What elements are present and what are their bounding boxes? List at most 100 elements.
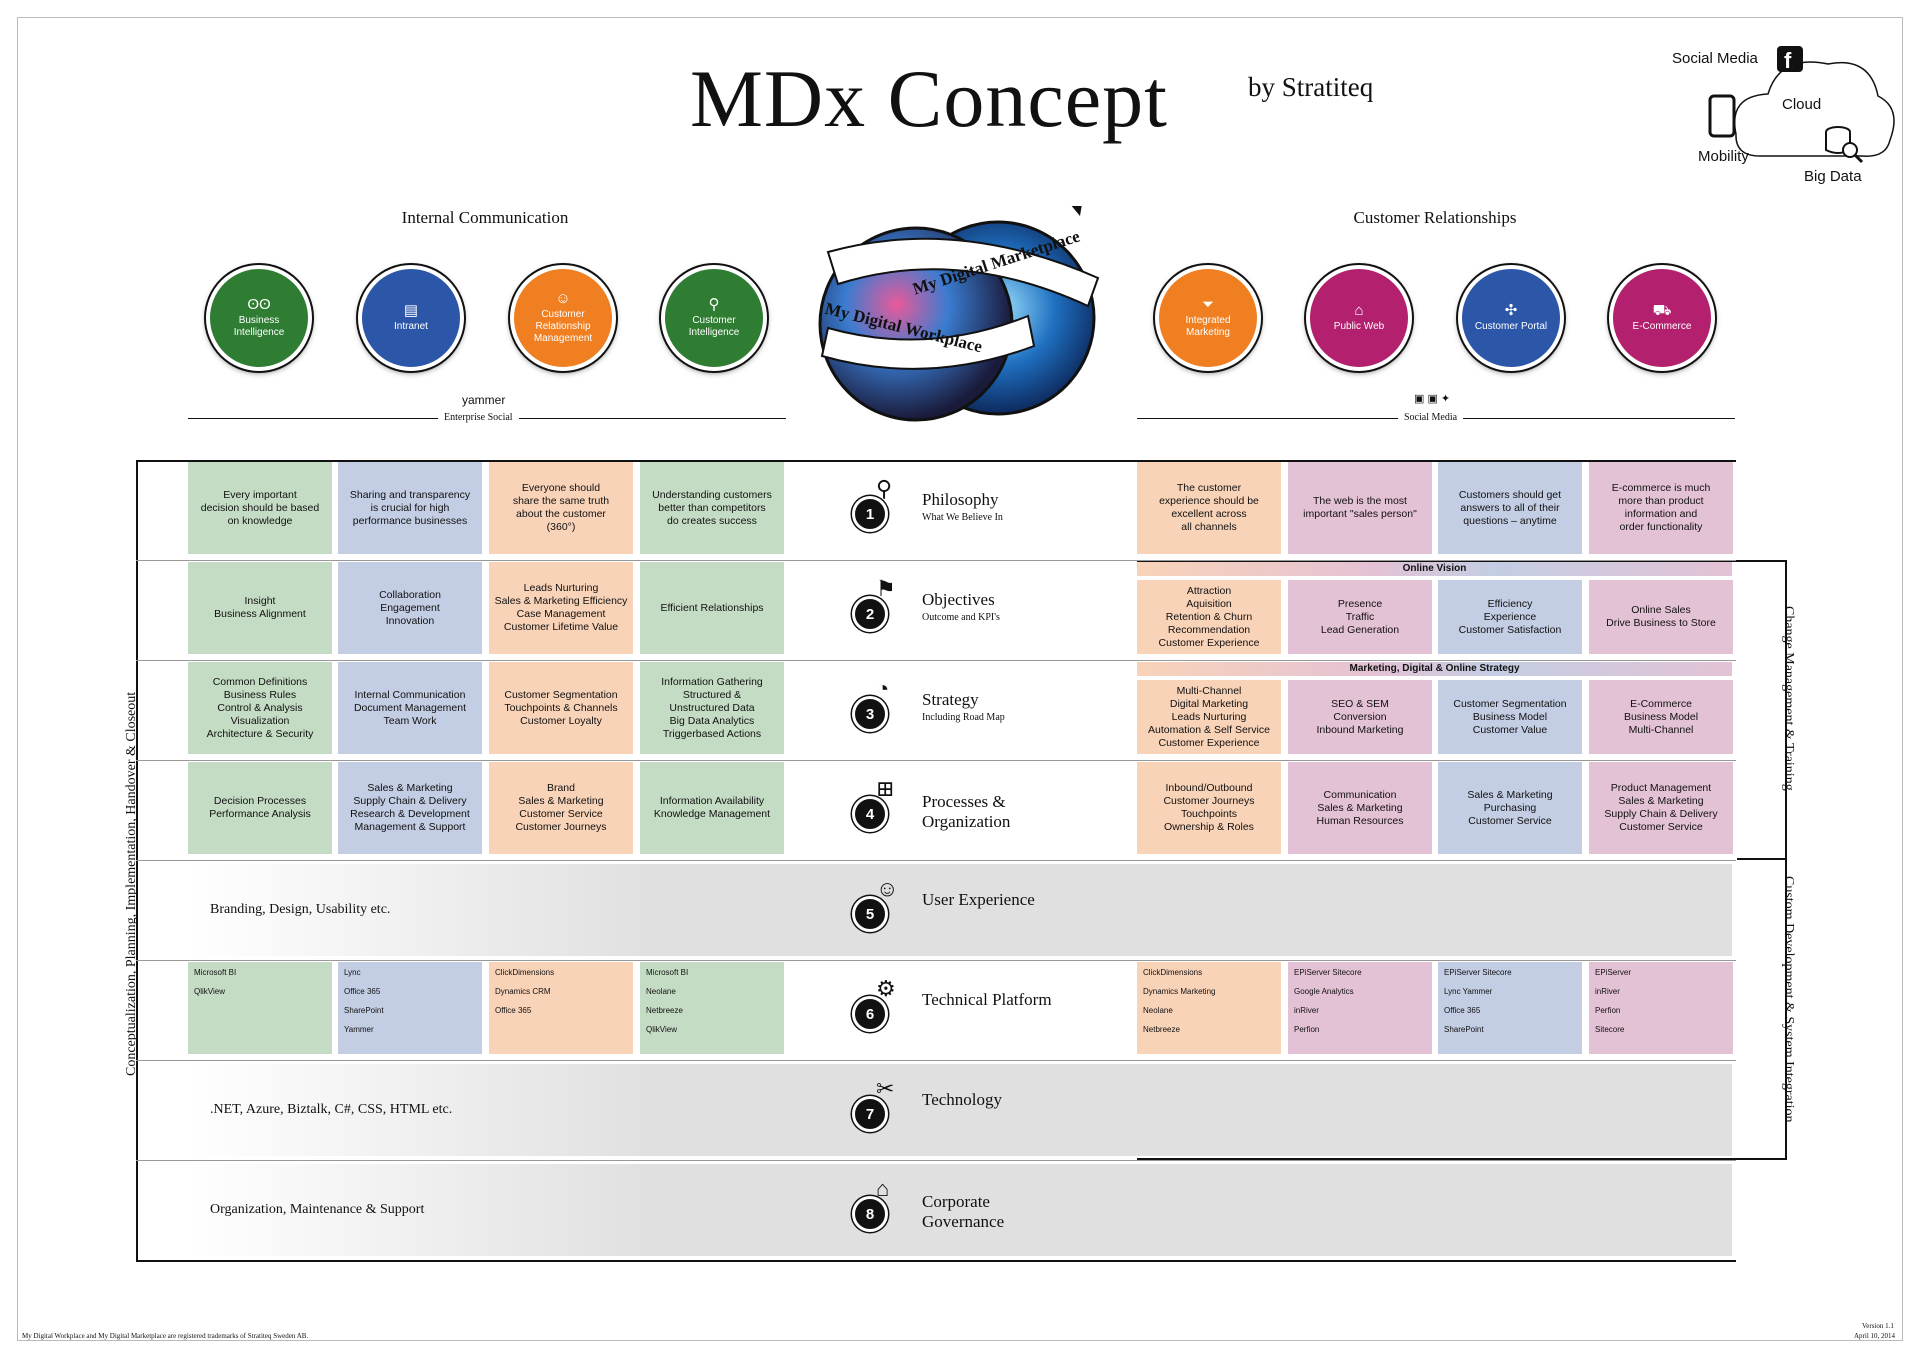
right-circle-3[interactable]: ✣ Customer Portal	[1458, 265, 1564, 371]
step-number: 4	[852, 796, 888, 832]
right-box-row1-col1: The customer experience should be excell…	[1137, 462, 1281, 554]
row-title: Philosophy	[922, 490, 999, 509]
network-icon: ✣	[1504, 302, 1518, 319]
compass-icon: ◔	[876, 676, 890, 701]
left-box-row4-col4: Information Availability Knowledge Manag…	[640, 762, 784, 854]
band-text: .NET, Azure, Biztalk, C#, CSS, HTML etc.	[210, 1102, 453, 1117]
footer-version: Version 1.1	[1862, 1322, 1894, 1330]
circle-label: Intranet	[394, 321, 428, 332]
magnifier-icon: ⚲	[876, 476, 893, 501]
tools-icon: ✂	[876, 1076, 895, 1101]
right-box-row2-col2: Presence Traffic Lead Generation	[1288, 580, 1432, 654]
left-box-row2-col3: Leads Nurturing Sales & Marketing Effici…	[489, 562, 633, 654]
circle-label: Business Intelligence	[233, 315, 285, 338]
row-divider	[136, 560, 1736, 561]
left-circle-3[interactable]: ☺Customer Relationship Management	[510, 265, 616, 371]
building-icon: ⌂	[876, 1176, 890, 1201]
step-number: 3	[852, 696, 888, 732]
row-title: Objectives	[922, 590, 995, 609]
step-number: 7	[852, 1096, 888, 1132]
main-frame	[136, 460, 1736, 1262]
step-number: 6	[852, 996, 888, 1032]
right-box-row1-col2: The web is the most important "sales per…	[1288, 462, 1432, 554]
step-number: 5	[852, 896, 888, 932]
footer-trademark: My Digital Workplace and My Digital Mark…	[22, 1332, 309, 1340]
vertical-left-text: Conceptualization, Planning, Implementat…	[124, 691, 139, 1076]
svg-text:f: f	[1784, 48, 1792, 73]
mobility-label: Mobility	[1698, 148, 1749, 165]
row-divider	[136, 660, 1736, 661]
right-circle-1[interactable]: ⏷Integrated Marketing	[1155, 265, 1261, 371]
step-number: 2	[852, 596, 888, 632]
left-box-row1-col1: Every important decision should be based…	[188, 462, 332, 554]
social-media-label-bottom: Social Media	[1398, 412, 1464, 423]
right-box-row6-col1: ClickDimensions Dynamics Marketing Neola…	[1137, 962, 1281, 1054]
enterprise-social-label: Enterprise Social	[438, 412, 519, 423]
left-circle-2[interactable]: ▤ Intranet	[358, 265, 464, 371]
right-box-row6-col2: EPiServer Sitecore Google Analytics inRi…	[1288, 962, 1432, 1054]
documents-icon: ▤	[403, 302, 419, 319]
row-title: Strategy	[922, 690, 979, 709]
home-icon: ⌂	[1354, 302, 1364, 319]
band-row-5	[188, 864, 1732, 956]
right-circle-4[interactable]: ⛟ E-Commerce	[1609, 265, 1715, 371]
cloud-cluster: f Social Media Cloud Mobility Big Data	[1640, 36, 1900, 196]
left-box-row4-col2: Sales & Marketing Supply Chain & Deliver…	[338, 762, 482, 854]
left-circle-4[interactable]: ⚲Customer Intelligence	[661, 265, 767, 371]
row-divider	[136, 1160, 1736, 1161]
row-title: Technical Platform	[922, 990, 1052, 1009]
cloud-icon: f	[1708, 46, 1895, 164]
strategy-bar-row3: Marketing, Digital & Online Strategy	[1137, 662, 1732, 676]
left-box-row1-col2: Sharing and transparency is crucial for …	[338, 462, 482, 554]
page-frame	[17, 17, 1903, 1341]
left-box-row2-col2: Collaboration Engagement Innovation	[338, 562, 482, 654]
page-title: MDx Concept	[690, 53, 1168, 144]
footer-date: April 10, 2014	[1854, 1332, 1896, 1340]
circle-label: Customer Relationship Management	[533, 309, 593, 344]
right-box-row4-col2: Communication Sales & Marketing Human Re…	[1288, 762, 1432, 854]
right-circle-2[interactable]: ⌂ Public Web	[1306, 265, 1412, 371]
left-box-row3-col1: Common Definitions Business Rules Contro…	[188, 662, 332, 754]
row-title: User Experience	[922, 890, 1035, 909]
row-divider	[136, 760, 1736, 761]
right-box-row3-col1: Multi-Channel Digital Marketing Leads Nu…	[1137, 680, 1281, 754]
left-box-row3-col3: Customer Segmentation Touchpoints & Chan…	[489, 662, 633, 754]
circle-label: E-Commerce	[1632, 321, 1692, 332]
row-subtitle: Including Road Map	[922, 712, 1005, 723]
band-text: Organization, Maintenance & Support	[210, 1202, 425, 1217]
left-box-row2-col1: Insight Business Alignment	[188, 562, 332, 654]
right-box-row3-col4: E-Commerce Business Model Multi-Channel	[1589, 680, 1733, 754]
left-box-row2-col4: Efficient Relationships	[640, 562, 784, 654]
right-box-row2-col3: Efficiency Experience Customer Satisfact…	[1438, 580, 1582, 654]
left-box-row6-col4: Microsoft BI Neolane Netbreeze QlikView	[640, 962, 784, 1054]
globe-icon	[818, 206, 1100, 422]
gears-icon: ⚙	[876, 976, 896, 1001]
left-box-row6-col2: Lync Office 365 SharePoint Yammer	[338, 962, 482, 1054]
circle-label: Public Web	[1333, 321, 1385, 332]
right-box-row6-col3: EPiServer Sitecore Lync Yammer Office 36…	[1438, 962, 1582, 1054]
circle-label: Customer Portal	[1474, 321, 1548, 332]
band-row-8	[188, 1164, 1732, 1256]
cart-icon: ⛟	[1652, 302, 1672, 319]
right-box-row2-col1: Attraction Aquisition Retention & Churn …	[1137, 580, 1281, 654]
funnel-icon: ⏷	[1201, 296, 1214, 313]
strategy-bar-row2: Online Vision	[1137, 562, 1732, 576]
right-box-row2-col4: Online Sales Drive Business to Store	[1589, 580, 1733, 654]
social-media-label: Social Media	[1672, 50, 1758, 67]
glasses-icon: ʘʘ	[247, 296, 271, 313]
vertical-right-text-2: Custom Development & System Integration	[1781, 876, 1796, 1123]
step-number: 1	[852, 496, 888, 532]
row-subtitle: Outcome and KPI's	[922, 612, 1000, 623]
right-box-row3-col3: Customer Segmentation Business Model Cus…	[1438, 680, 1582, 754]
customer-relationships-header: Customer Relationships	[1353, 208, 1517, 227]
step-number: 8	[852, 1196, 888, 1232]
user-icon: ☺	[876, 876, 899, 901]
right-box-row6-col4: EPiServer inRiver Perfion Sitecore	[1589, 962, 1733, 1054]
row-divider	[136, 860, 1736, 861]
right-box-row1-col3: Customers should get answers to all of t…	[1438, 462, 1582, 554]
left-box-row1-col3: Everyone should share the same truth abo…	[489, 462, 633, 554]
row-divider	[136, 960, 1736, 961]
row-title: Processes & Organization	[922, 792, 1011, 831]
left-box-row4-col3: Brand Sales & Marketing Customer Service…	[489, 762, 633, 854]
